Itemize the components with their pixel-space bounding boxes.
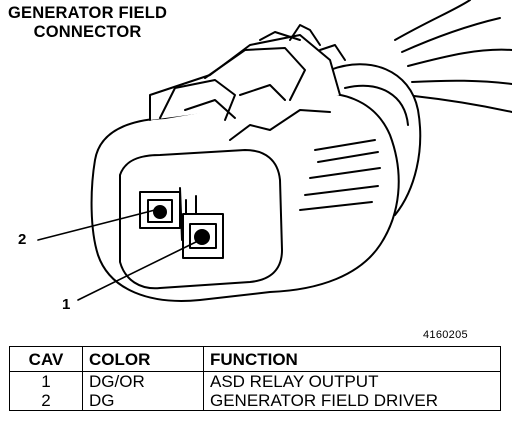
cell-color: DG/OR [82,371,204,391]
table-header-row: CAV COLOR FUNCTION [9,346,501,372]
wire-1 [394,0,471,41]
header-function: FUNCTION [203,346,501,372]
wire-5 [413,95,512,113]
cell-function: GENERATOR FIELD DRIVER [203,391,501,411]
cell-color: DG [82,391,204,411]
wire-2 [401,17,501,53]
cell-cav: 1 [9,371,83,391]
wire-3 [407,48,512,67]
callout-1: 1 [62,296,71,313]
figure-number: 4160205 [423,329,468,341]
cell-function: ASD RELAY OUTPUT [203,371,501,391]
table-row: 2 DG GENERATOR FIELD DRIVER [9,391,501,411]
diagram-title: GENERATOR FIELD CONNECTOR [8,4,167,42]
pinout-table: CAV COLOR FUNCTION 1 DG/OR ASD RELAY OUT… [9,346,501,411]
connector-face [119,149,283,290]
connector-body [90,92,400,302]
cell-cav: 2 [9,391,83,411]
title-line-1: GENERATOR FIELD [8,4,168,22]
leader-line-1 [77,239,201,301]
table-row: 1 DG/OR ASD RELAY OUTPUT [9,371,501,391]
header-cav: CAV [9,346,83,372]
leader-line-2 [37,209,156,241]
callout-2: 2 [18,231,27,248]
header-color: COLOR [82,346,204,372]
connector-rear-housing [329,63,422,221]
wire-4 [411,79,512,85]
title-line-2: CONNECTOR [33,23,142,41]
